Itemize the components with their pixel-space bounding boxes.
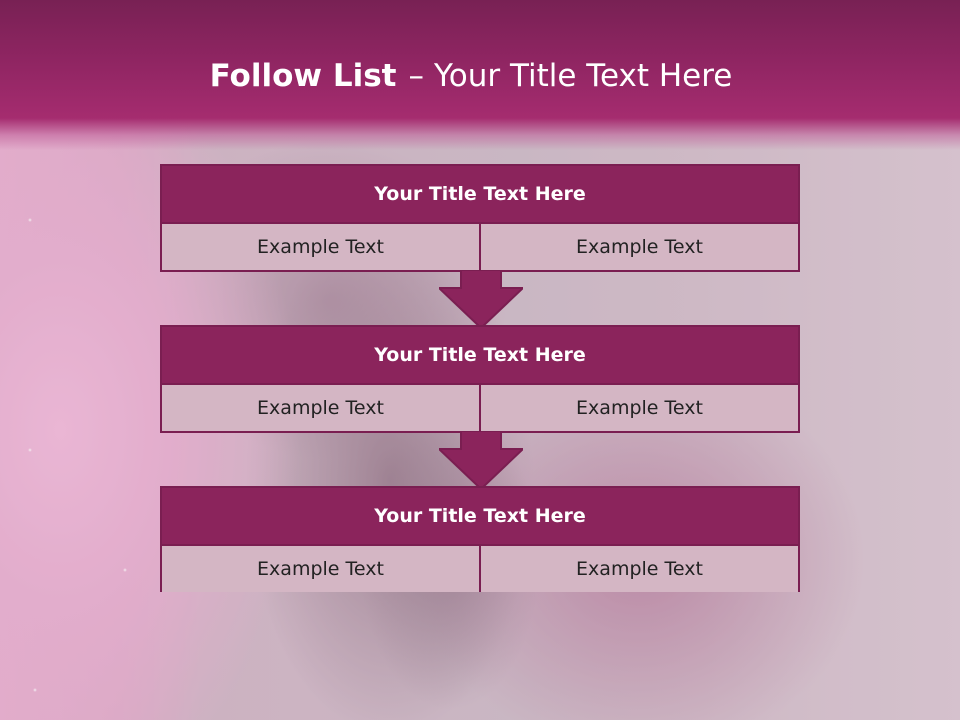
step-cell-left: Example Text — [162, 546, 479, 592]
step-row: Example Text Example Text — [162, 224, 798, 270]
step-cell-right: Example Text — [481, 546, 798, 592]
header-band — [0, 0, 960, 150]
title-bold: Follow List — [209, 58, 397, 94]
step-box-1: Your Title Text Here Example Text Exampl… — [160, 164, 800, 272]
tufted-cushion — [0, 130, 140, 720]
step-cell-right: Example Text — [481, 224, 798, 270]
step-box-2: Your Title Text Here Example Text Exampl… — [160, 325, 800, 433]
step-box-3: Your Title Text Here Example Text Exampl… — [160, 486, 800, 592]
step-title: Your Title Text Here — [162, 327, 798, 383]
step-cell-left: Example Text — [162, 224, 479, 270]
step-cell-right: Example Text — [481, 385, 798, 431]
title-light: Your Title Text Here — [433, 58, 733, 94]
step-row: Example Text Example Text — [162, 385, 798, 431]
step-title: Your Title Text Here — [162, 166, 798, 222]
step-title: Your Title Text Here — [162, 488, 798, 544]
step-row: Example Text Example Text — [162, 546, 798, 592]
down-arrow-icon — [439, 270, 523, 328]
page-title: Follow List–Your Title Text Here — [0, 55, 942, 97]
step-cell-left: Example Text — [162, 385, 479, 431]
title-separator: – — [408, 58, 424, 94]
down-arrow-icon — [439, 431, 523, 489]
